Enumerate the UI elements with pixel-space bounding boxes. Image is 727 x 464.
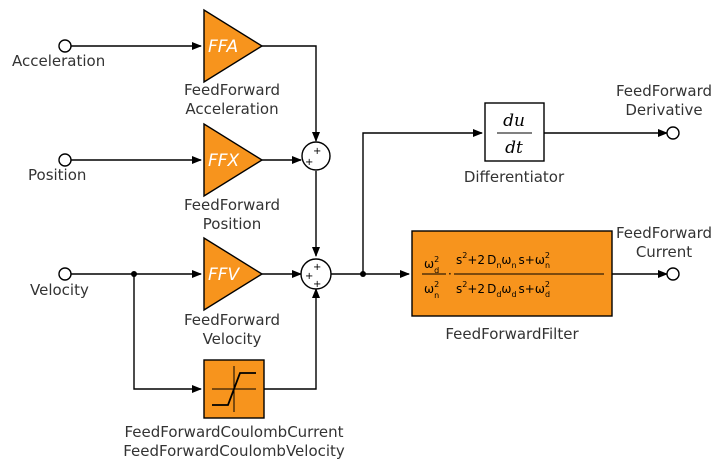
port-circle (666, 267, 680, 281)
wire-velocity-to-coulomb (133, 274, 202, 393)
filter-multiply-dot: · (448, 267, 452, 281)
junction-dot-sum (360, 271, 366, 277)
input-port-velocity: Velocity (30, 267, 89, 299)
differentiator-denominator: dt (505, 138, 523, 158)
gain-symbol-ffa: FFA (208, 37, 238, 57)
gain-triangle (203, 8, 264, 84)
output-label-current-line2: Current (636, 243, 692, 261)
gain-caption-ffx-line2: Position (203, 215, 261, 233)
port-circle (58, 153, 72, 167)
saturation-curve-icon (212, 372, 256, 406)
gain-triangle (203, 122, 264, 198)
output-port-derivative: FeedForward Derivative (616, 82, 712, 140)
sum-junction-2: + + + (300, 258, 332, 290)
input-port-position: Position (28, 153, 86, 184)
gain-caption-ffa-line1: FeedForward (184, 81, 280, 99)
gain-block-ffx: FFX FeedForward Position (184, 122, 280, 233)
coulomb-caption-line2: FeedForwardCoulombVelocity (123, 442, 345, 460)
output-label-current-line1: FeedForward (616, 224, 712, 242)
wire-ffa-to-sum1 (262, 45, 320, 142)
gain-caption-ffv-line1: FeedForward (184, 311, 280, 329)
sum-circle (301, 141, 331, 171)
input-label-velocity: Velocity (30, 281, 89, 299)
input-port-acceleration: Acceleration (12, 39, 105, 70)
gain-caption-ffa-line2: Acceleration (185, 100, 278, 118)
sum-sign-left: + (305, 157, 313, 168)
output-label-derivative-line2: Derivative (625, 101, 702, 119)
differentiator-block: du dt Differentiator (464, 102, 565, 186)
differentiator-rect (484, 102, 545, 162)
differentiator-caption: Differentiator (464, 168, 565, 186)
coulomb-caption-line1: FeedForwardCoulombCurrent (124, 423, 343, 441)
output-port-current: FeedForward Current (616, 224, 712, 281)
sum-sign-top: + (313, 146, 321, 157)
wire-to-differentiator (362, 129, 483, 274)
gain-symbol-ffv: FFV (208, 265, 241, 285)
gain-triangle (203, 236, 264, 312)
wire-coulomb-to-sum2 (264, 288, 320, 390)
junction-dot-velocity (131, 271, 137, 277)
sum-sign-left: + (305, 271, 313, 282)
gain-symbol-ffx: FFX (208, 151, 240, 171)
gain-block-ffv: FFV FeedForward Velocity (184, 236, 280, 348)
sum-junction-1: + + (301, 141, 331, 171)
sum-sign-top: + (313, 262, 321, 273)
differentiator-numerator: du (503, 111, 525, 131)
filter-caption: FeedForwardFilter (445, 325, 579, 343)
coulomb-block: FeedForwardCoulombCurrent FeedForwardCou… (123, 359, 345, 460)
output-label-derivative-line1: FeedForward (616, 82, 712, 100)
port-circle (58, 39, 72, 53)
port-circle (58, 267, 72, 281)
port-circle (666, 126, 680, 140)
input-label-acceleration: Acceleration (12, 52, 105, 70)
sum-circle (300, 258, 332, 290)
input-label-position: Position (28, 166, 86, 184)
sum-sign-bottom: + (313, 279, 321, 290)
wires (71, 42, 668, 393)
gain-caption-ffx-line1: FeedForward (184, 196, 280, 214)
gain-block-ffa: FFA FeedForward Acceleration (184, 8, 280, 118)
gain-caption-ffv-line2: Velocity (203, 330, 262, 348)
